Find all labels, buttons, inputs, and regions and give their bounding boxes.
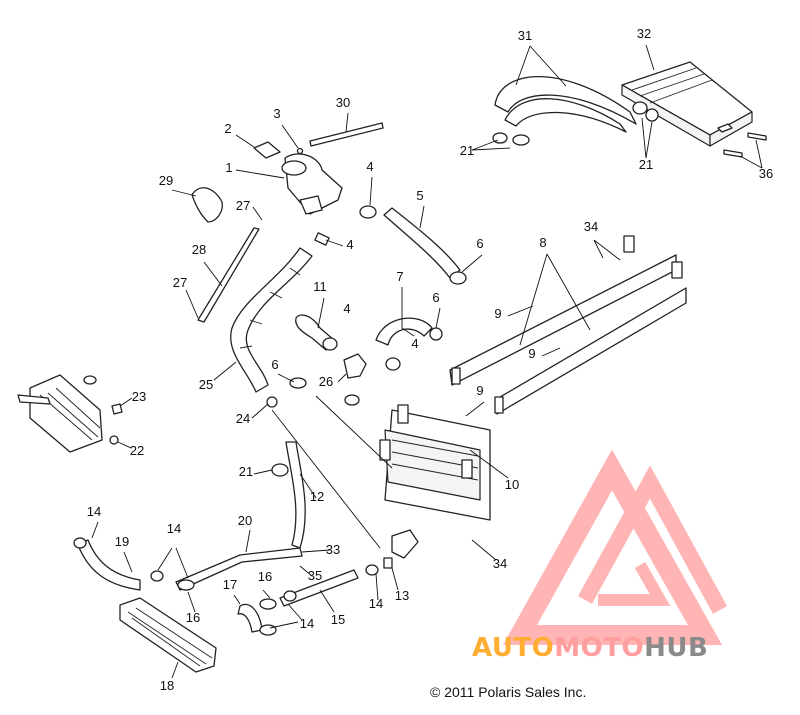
callout-14: 14 (167, 521, 181, 536)
auxiliary-radiator (621, 61, 753, 147)
coolant-reservoir (281, 153, 343, 215)
callout-20: 20 (238, 513, 252, 528)
callout-6: 6 (476, 236, 483, 251)
oil-cooler (17, 374, 103, 453)
callout-15: 15 (331, 612, 345, 627)
callout-9: 9 (476, 383, 483, 398)
callout-5: 5 (416, 188, 423, 203)
hose-19 (77, 539, 141, 591)
callout-31: 31 (518, 28, 532, 43)
callout-14: 14 (87, 504, 101, 519)
clamp-6c (289, 377, 307, 389)
callout-1: 1 (225, 160, 232, 175)
hose-5 (383, 207, 461, 279)
clamp-6a (449, 271, 467, 285)
hose-12 (285, 441, 306, 549)
reservoir-cap (253, 141, 281, 159)
watermark-part-hub: HUB (644, 633, 709, 663)
fitting-13 (391, 529, 419, 559)
hose-20 (175, 547, 303, 591)
callout-34: 34 (584, 219, 598, 234)
callout-4: 4 (346, 237, 353, 252)
mounting-rails-8 (449, 235, 687, 415)
callout-26: 26 (319, 374, 333, 389)
callout-4: 4 (366, 159, 373, 174)
callout-6: 6 (271, 357, 278, 372)
watermark-text: AUTOMOTOHUB (472, 633, 708, 663)
callout-27: 27 (173, 275, 187, 290)
callout-11: 11 (313, 279, 327, 294)
rod-30 (309, 122, 384, 147)
clamp-24 (266, 396, 278, 408)
tube-28 (197, 227, 260, 323)
callout-6: 6 (432, 290, 439, 305)
callout-12: 12 (310, 489, 324, 504)
callout-14: 14 (300, 616, 314, 631)
callout-16: 16 (258, 569, 272, 584)
callout-14: 14 (369, 596, 383, 611)
leader-lines (91, 44, 763, 679)
callout-34: 34 (493, 556, 507, 571)
bolt-36b (723, 149, 743, 158)
clamp-4b (314, 232, 330, 246)
callout-17: 17 (223, 577, 237, 592)
fitting-23 (111, 403, 123, 415)
callout-27: 27 (236, 198, 250, 213)
callout-13: 13 (395, 588, 409, 603)
callout-36: 36 (759, 166, 773, 181)
callout-7: 7 (396, 269, 403, 284)
callout-35: 35 (308, 568, 322, 583)
callout-25: 25 (199, 377, 213, 392)
callout-10: 10 (505, 477, 519, 492)
hose-15 (279, 569, 359, 607)
bolt-36a (747, 132, 767, 141)
copyright-notice: © 2011 Polaris Sales Inc. (430, 684, 587, 700)
callout-2: 2 (224, 121, 231, 136)
callout-29: 29 (159, 173, 173, 188)
hose-17 (237, 603, 263, 633)
clamp-21b (271, 463, 289, 477)
watermark-logo (502, 449, 728, 645)
callout-9: 9 (528, 346, 535, 361)
callout-19: 19 (115, 534, 129, 549)
main-radiator (379, 404, 491, 521)
watermark-part-auto: AUTO (472, 633, 555, 663)
callout-30: 30 (336, 95, 350, 110)
callout-4: 4 (411, 336, 418, 351)
callout-23: 23 (132, 389, 146, 404)
callout-22: 22 (130, 443, 144, 458)
callout-18: 18 (160, 678, 174, 693)
clamp-4a (359, 205, 377, 219)
callout-28: 28 (192, 242, 206, 257)
watermark-part-moto: MOTO (554, 633, 645, 663)
hose-7 (375, 317, 433, 346)
screw-3 (296, 147, 304, 155)
thermostat-26 (343, 353, 367, 379)
hose-31 (494, 75, 637, 133)
callout-21: 21 (239, 464, 253, 479)
callout-21: 21 (639, 157, 653, 172)
callout-9: 9 (494, 306, 501, 321)
callout-3: 3 (273, 106, 280, 121)
callout-33: 33 (326, 542, 340, 557)
fitting-22 (109, 435, 119, 445)
callout-4: 4 (343, 301, 350, 316)
oil-cooler-18 (119, 597, 217, 673)
callout-16: 16 (186, 610, 200, 625)
callout-8: 8 (539, 235, 546, 250)
strap-29 (191, 187, 223, 223)
callout-32: 32 (637, 26, 651, 41)
callout-21: 21 (460, 143, 474, 158)
hose-25 (230, 247, 313, 393)
callout-24: 24 (236, 411, 250, 426)
